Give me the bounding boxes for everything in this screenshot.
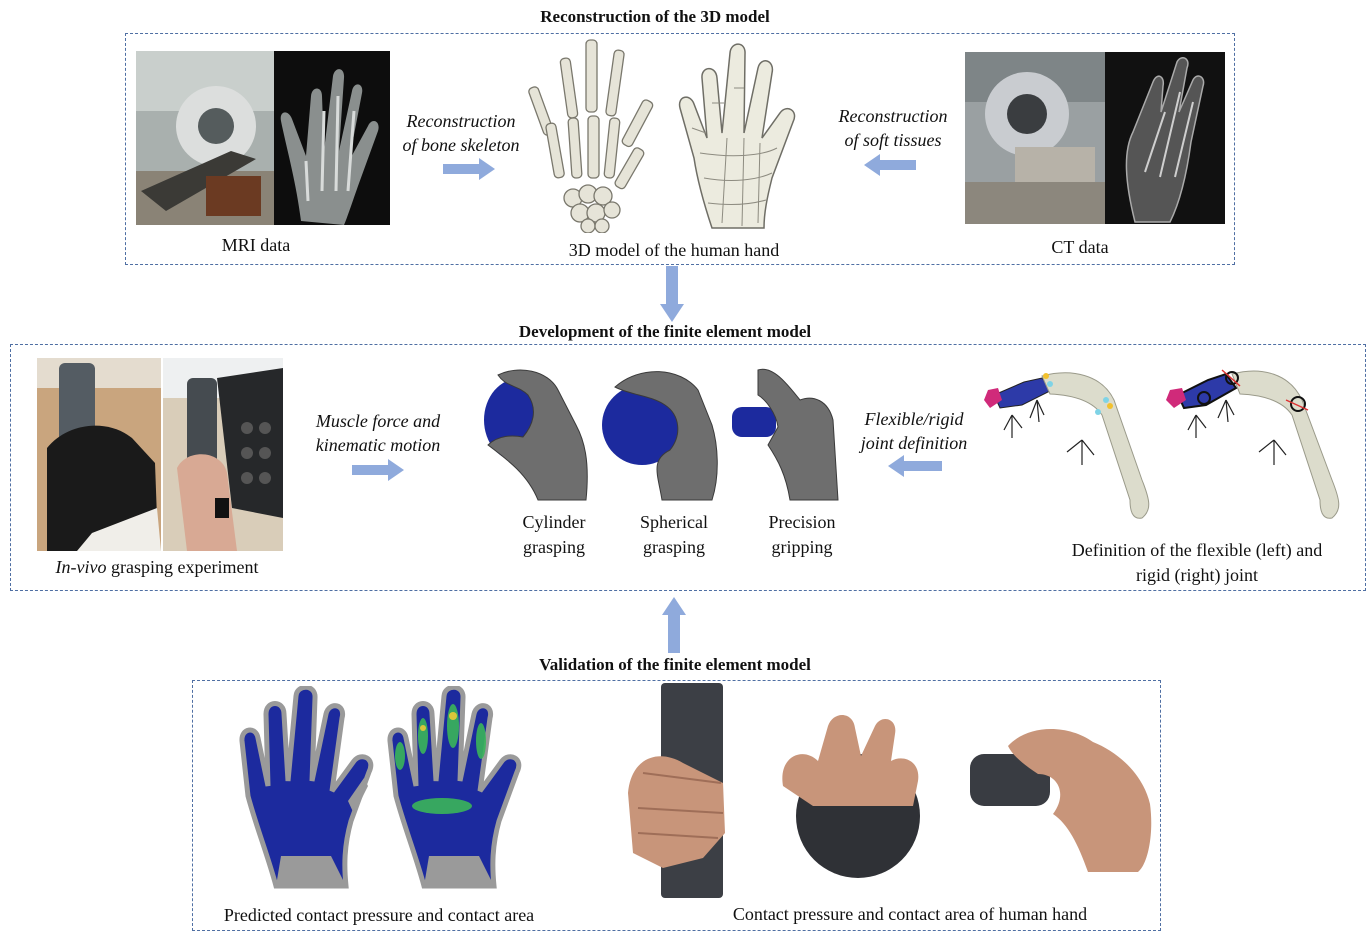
soft-tissue-label-line2: of soft tissues — [818, 128, 968, 153]
in-vivo-caption: In-vivo grasping experiment — [12, 555, 302, 580]
mri-image — [136, 51, 390, 225]
right-arrow-icon — [352, 459, 404, 481]
in-vivo-italic: In-vivo — [56, 557, 107, 577]
left-arrow-icon — [864, 154, 916, 176]
bone-reconstruction-label-line1: Reconstruction — [386, 109, 536, 134]
left-arrow-icon — [888, 455, 942, 477]
human-cylinder-grasp-image — [623, 683, 753, 898]
rigid-joint-model — [1166, 360, 1361, 525]
flexible-joint-model — [982, 360, 1167, 525]
in-vivo-experiment-image — [37, 358, 283, 551]
section-title-development: Development of the finite element model — [430, 322, 900, 342]
predicted-caption: Predicted contact pressure and contact a… — [196, 903, 562, 928]
precision-gripping-model — [728, 365, 843, 505]
muscle-force-label-line2: kinematic motion — [300, 433, 456, 458]
soft-tissue-label-line1: Reconstruction — [818, 104, 968, 129]
muscle-force-label-line1: Muscle force and — [300, 409, 456, 434]
section-title-validation: Validation of the finite element model — [440, 655, 910, 675]
section-title-reconstruction: Reconstruction of the 3D model — [420, 7, 890, 27]
human-precision-grip-image — [968, 724, 1153, 874]
mri-caption: MRI data — [176, 233, 336, 258]
in-vivo-rest: grasping experiment — [107, 557, 259, 577]
hand-soft-tissue-model — [672, 38, 812, 233]
human-sphere-grasp-image — [773, 706, 943, 881]
predicted-pressure-right-hand — [384, 686, 526, 891]
grasp-caption-1-line1: Cylinder — [494, 510, 614, 535]
joint-caption-line2: rigid (right) joint — [1032, 563, 1362, 588]
right-arrow-icon — [443, 158, 495, 180]
cylinder-grasping-model — [478, 365, 596, 505]
down-arrow-icon — [660, 266, 684, 322]
joint-definition-label-line2: joint definition — [846, 431, 982, 456]
grasp-caption-1-line2: grasping — [494, 535, 614, 560]
bone-reconstruction-label-line2: of bone skeleton — [386, 133, 536, 158]
hand-model-caption: 3D model of the human hand — [524, 238, 824, 263]
grasp-caption-3-line1: Precision — [742, 510, 862, 535]
ct-caption: CT data — [1000, 235, 1160, 260]
grasp-caption-3-line2: gripping — [742, 535, 862, 560]
grasp-caption-2-line2: grasping — [614, 535, 734, 560]
predicted-pressure-left-hand — [236, 686, 378, 891]
hand-skeleton-model — [528, 38, 668, 233]
ct-image — [965, 52, 1225, 224]
joint-caption-line1: Definition of the flexible (left) and — [1032, 538, 1362, 563]
joint-definition-label-line1: Flexible/rigid — [846, 407, 982, 432]
grasp-caption-2-line1: Spherical — [614, 510, 734, 535]
up-arrow-icon — [662, 597, 686, 653]
spherical-grasping-model — [600, 365, 725, 505]
human-caption: Contact pressure and contact area of hum… — [690, 902, 1130, 927]
